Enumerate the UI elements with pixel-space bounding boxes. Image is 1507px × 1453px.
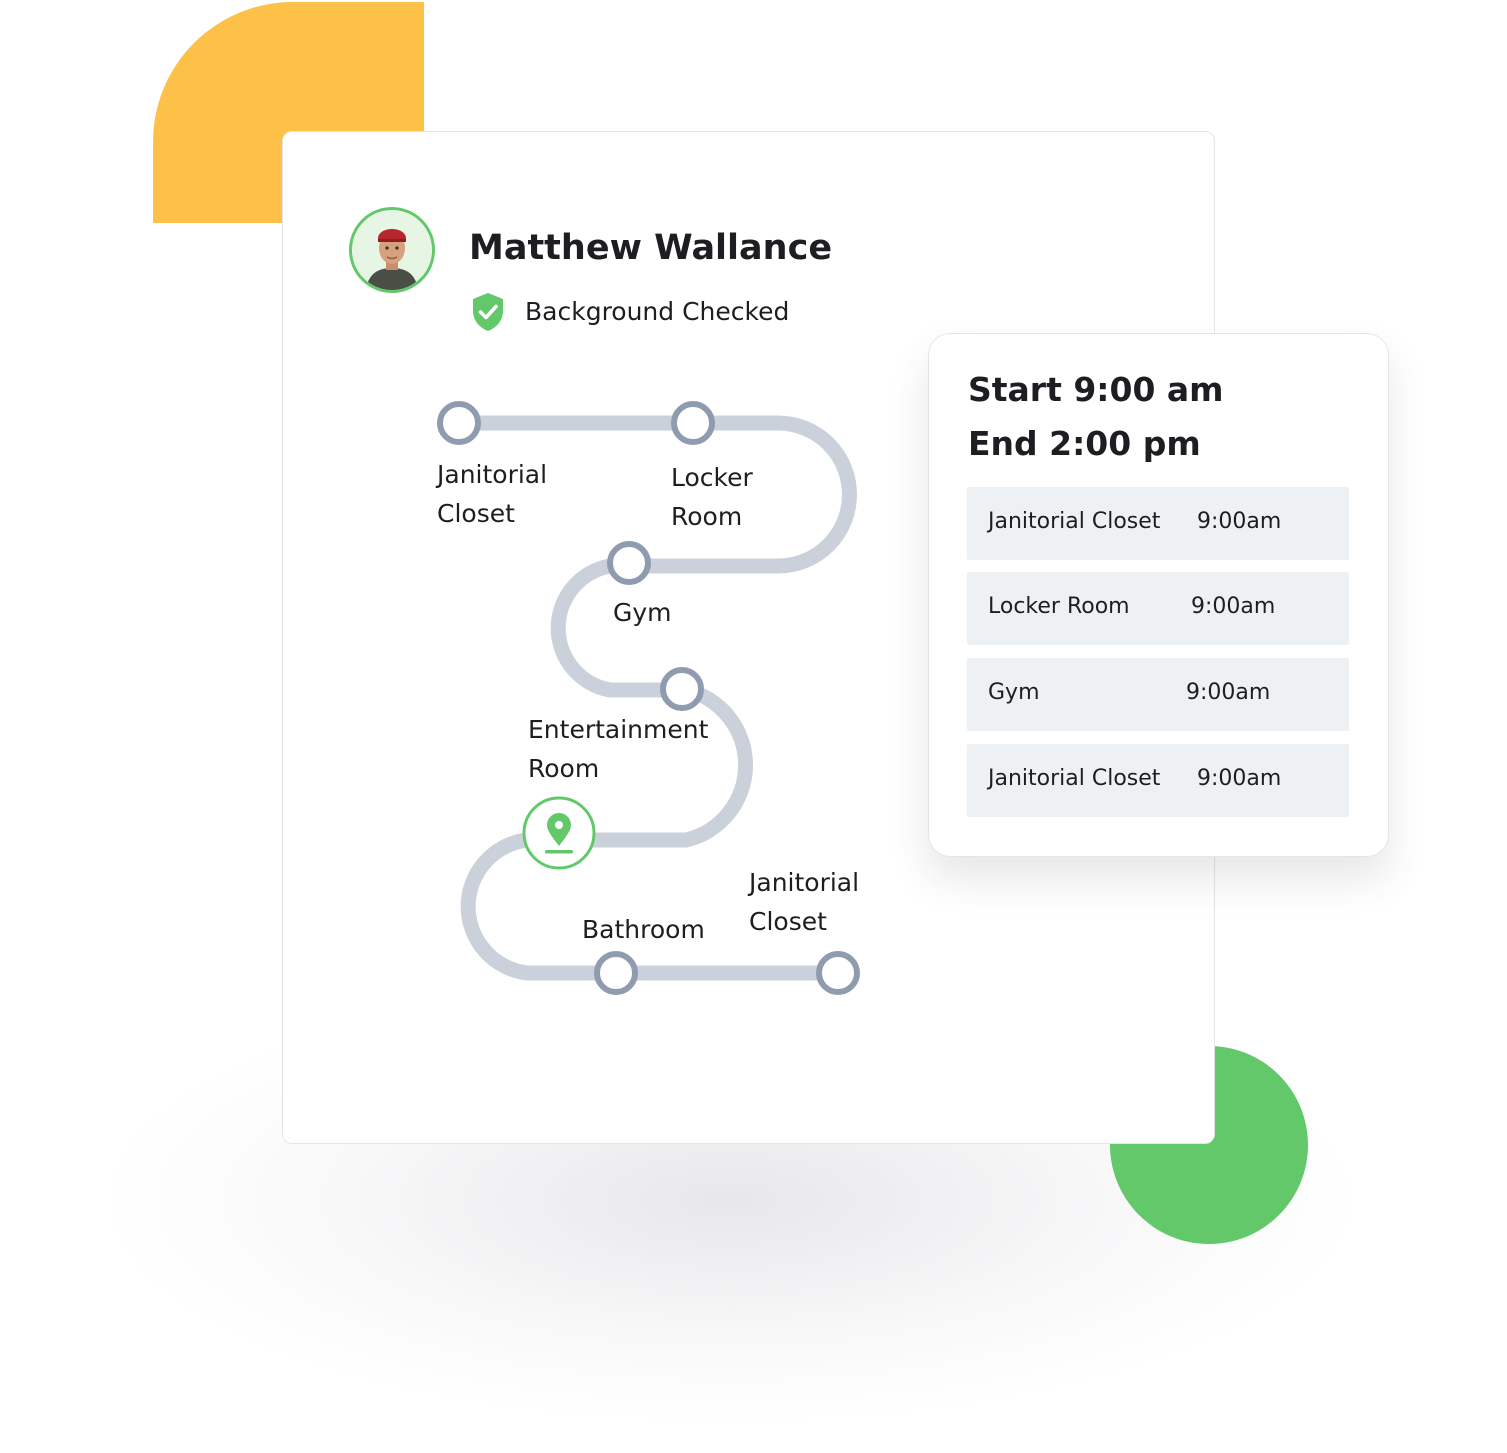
shift-start-time: Start 9:00 am: [968, 370, 1224, 409]
worker-name: Matthew Wallance: [469, 228, 833, 268]
schedule-row[interactable]: Locker Room 9:00am: [967, 572, 1349, 645]
schedule-row-time: 9:00am: [1197, 766, 1282, 791]
schedule-row-location: Gym: [988, 680, 1040, 705]
stop-label-line: Gym: [613, 598, 672, 627]
location-pin-icon: [545, 813, 573, 854]
route-node: [594, 951, 638, 995]
route-path: [451, 415, 857, 981]
route-node: [437, 401, 481, 445]
stop-label-line: Locker: [671, 463, 753, 492]
avatar-photo: [352, 210, 432, 290]
schedule-row-time: 9:00am: [1186, 680, 1271, 705]
schedule-row-time: 9:00am: [1191, 594, 1276, 619]
route-node: [660, 667, 704, 711]
schedule-row-time: 9:00am: [1197, 509, 1282, 534]
stop-label-entertainment-room: Entertainment Room: [528, 710, 708, 788]
stop-label-line: Closet: [437, 499, 515, 528]
stop-label-janitorial-closet-end: Janitorial Closet: [749, 863, 859, 941]
stop-label-line: Bathroom: [582, 915, 705, 944]
schedule-row[interactable]: Gym 9:00am: [967, 658, 1349, 731]
schedule-row-location: Janitorial Closet: [988, 509, 1161, 534]
schedule-row-location: Locker Room: [988, 594, 1130, 619]
schedule-row[interactable]: Janitorial Closet 9:00am: [967, 487, 1349, 560]
stop-label-line: Janitorial: [437, 460, 548, 489]
stop-label-janitorial-closet: Janitorial Closet: [437, 455, 547, 533]
avatar[interactable]: [349, 207, 435, 293]
stop-label-locker-room: Locker Room: [671, 458, 753, 536]
stop-label-line: Entertainment: [528, 715, 709, 744]
stop-label-line: Room: [528, 754, 600, 783]
schedule-row-location: Janitorial Closet: [988, 766, 1161, 791]
stop-label-gym: Gym: [613, 593, 672, 632]
route-node: [607, 541, 651, 585]
background-check-status: Background Checked: [525, 297, 790, 326]
route-node: [816, 951, 860, 995]
shield-check-icon: [473, 293, 503, 331]
current-location-marker[interactable]: [522, 796, 596, 870]
schedule-row[interactable]: Janitorial Closet 9:00am: [967, 744, 1349, 817]
stop-label-line: Closet: [749, 907, 827, 936]
stop-label-line: Janitorial: [749, 868, 860, 897]
route-node: [671, 401, 715, 445]
stop-label-line: Room: [671, 502, 743, 531]
stop-label-bathroom: Bathroom: [582, 910, 705, 949]
shift-end-time: End 2:00 pm: [968, 424, 1201, 463]
